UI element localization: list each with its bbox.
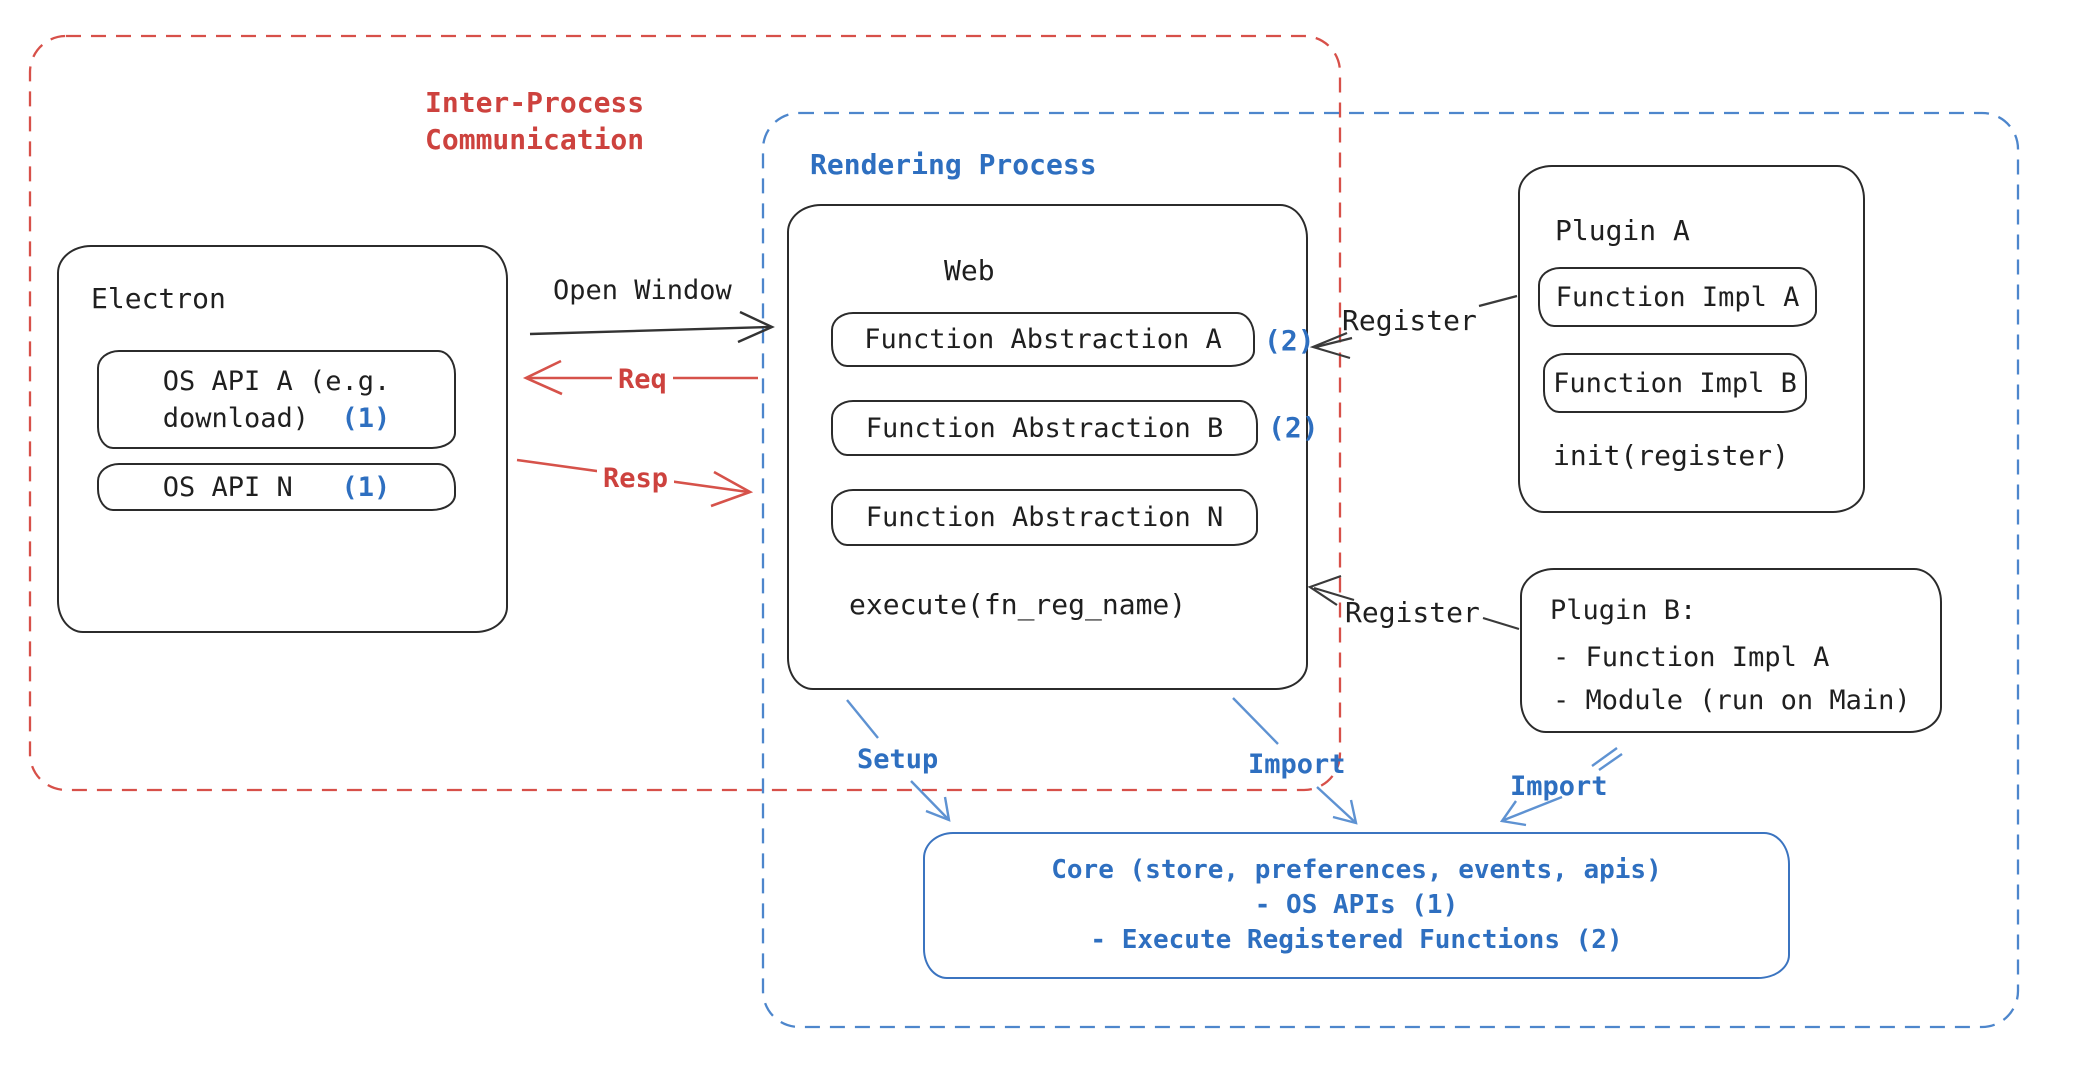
execute-label: execute(fn_reg_name) (849, 588, 1187, 621)
register-b-label: Register (1345, 596, 1480, 629)
open-window-arrow (529, 310, 775, 344)
core-line3: - Execute Registered Functions (2) (1090, 925, 1623, 955)
plugin-a-title: Plugin A (1555, 214, 1690, 247)
function-impl-b-label: Function Impl B (1553, 367, 1797, 399)
function-impl-a-box: Function Impl A (1538, 267, 1817, 327)
os-api-a-text: download) (162, 402, 309, 434)
plugin-b-item1: - Function Impl A (1553, 642, 1830, 673)
os-api-a-box: OS API A (e.g. download) (1) (97, 350, 456, 449)
os-api-n-box: OS API N (1) (97, 463, 456, 511)
plugin-b-box (1520, 568, 1942, 733)
function-abstraction-b-ref: (2) (1268, 411, 1319, 444)
function-abstraction-n-box: Function Abstraction N (831, 489, 1258, 546)
open-window-label: Open Window (553, 275, 732, 306)
function-abstraction-a-ref: (2) (1264, 324, 1315, 357)
function-impl-a-label: Function Impl A (1555, 281, 1800, 313)
core-line1: Core (store, preferences, events, apis) (1051, 855, 1662, 885)
function-abstraction-a-label: Function Abstraction A (864, 324, 1222, 355)
function-impl-b-box: Function Impl B (1543, 353, 1807, 413)
setup-label: Setup (857, 744, 939, 775)
plugin-b-item2: - Module (run on Main) (1553, 685, 1911, 716)
register-b-arrow (1307, 574, 1520, 631)
function-abstraction-n-label: Function Abstraction N (865, 502, 1224, 533)
req-label: Req (612, 365, 673, 394)
function-abstraction-b-label: Function Abstraction B (865, 412, 1224, 444)
os-api-a-ref: (1) (341, 402, 391, 434)
core-box: Core (store, preferences, events, apis) … (923, 832, 1790, 979)
function-abstraction-b-box: Function Abstraction B (831, 400, 1258, 456)
function-abstraction-a-box: Function Abstraction A (831, 312, 1255, 367)
os-api-n-text: OS API N (162, 471, 293, 503)
electron-title: Electron (91, 282, 226, 315)
rendering-region-label: Rendering Process (810, 148, 1097, 181)
os-api-n-line: OS API N (1) (163, 473, 391, 502)
import-web-label: Import (1248, 749, 1346, 780)
import-web-arrow (1232, 697, 1358, 825)
import-plugin-label: Import (1510, 771, 1608, 802)
import-plugin-arrow (1499, 747, 1623, 827)
ipc-label-line2: Communication (425, 123, 645, 156)
plugin-a-box (1518, 165, 1865, 513)
rendering-region-border (761, 111, 2020, 1029)
os-api-a-line2: download) (1) (163, 404, 391, 433)
register-a-label: Register (1342, 304, 1477, 337)
os-api-n-ref: (1) (341, 471, 391, 503)
setup-arrow (846, 699, 951, 822)
web-title: Web (944, 254, 995, 287)
resp-label: Resp (597, 464, 675, 493)
os-api-n-gap (293, 472, 342, 503)
ipc-region-border (28, 34, 1342, 792)
ipc-region-label: Inter-Process Communication (425, 84, 644, 158)
ipc-label-line1: Inter-Process (425, 86, 645, 119)
register-a-arrow (1309, 294, 1518, 360)
core-line2: - OS APIs (1) (1254, 890, 1459, 920)
os-api-a-gap (309, 403, 342, 434)
plugin-b-title: Plugin B: (1550, 595, 1697, 626)
init-register-label: init(register) (1553, 439, 1790, 472)
os-api-a-line1: OS API A (e.g. (162, 365, 391, 397)
